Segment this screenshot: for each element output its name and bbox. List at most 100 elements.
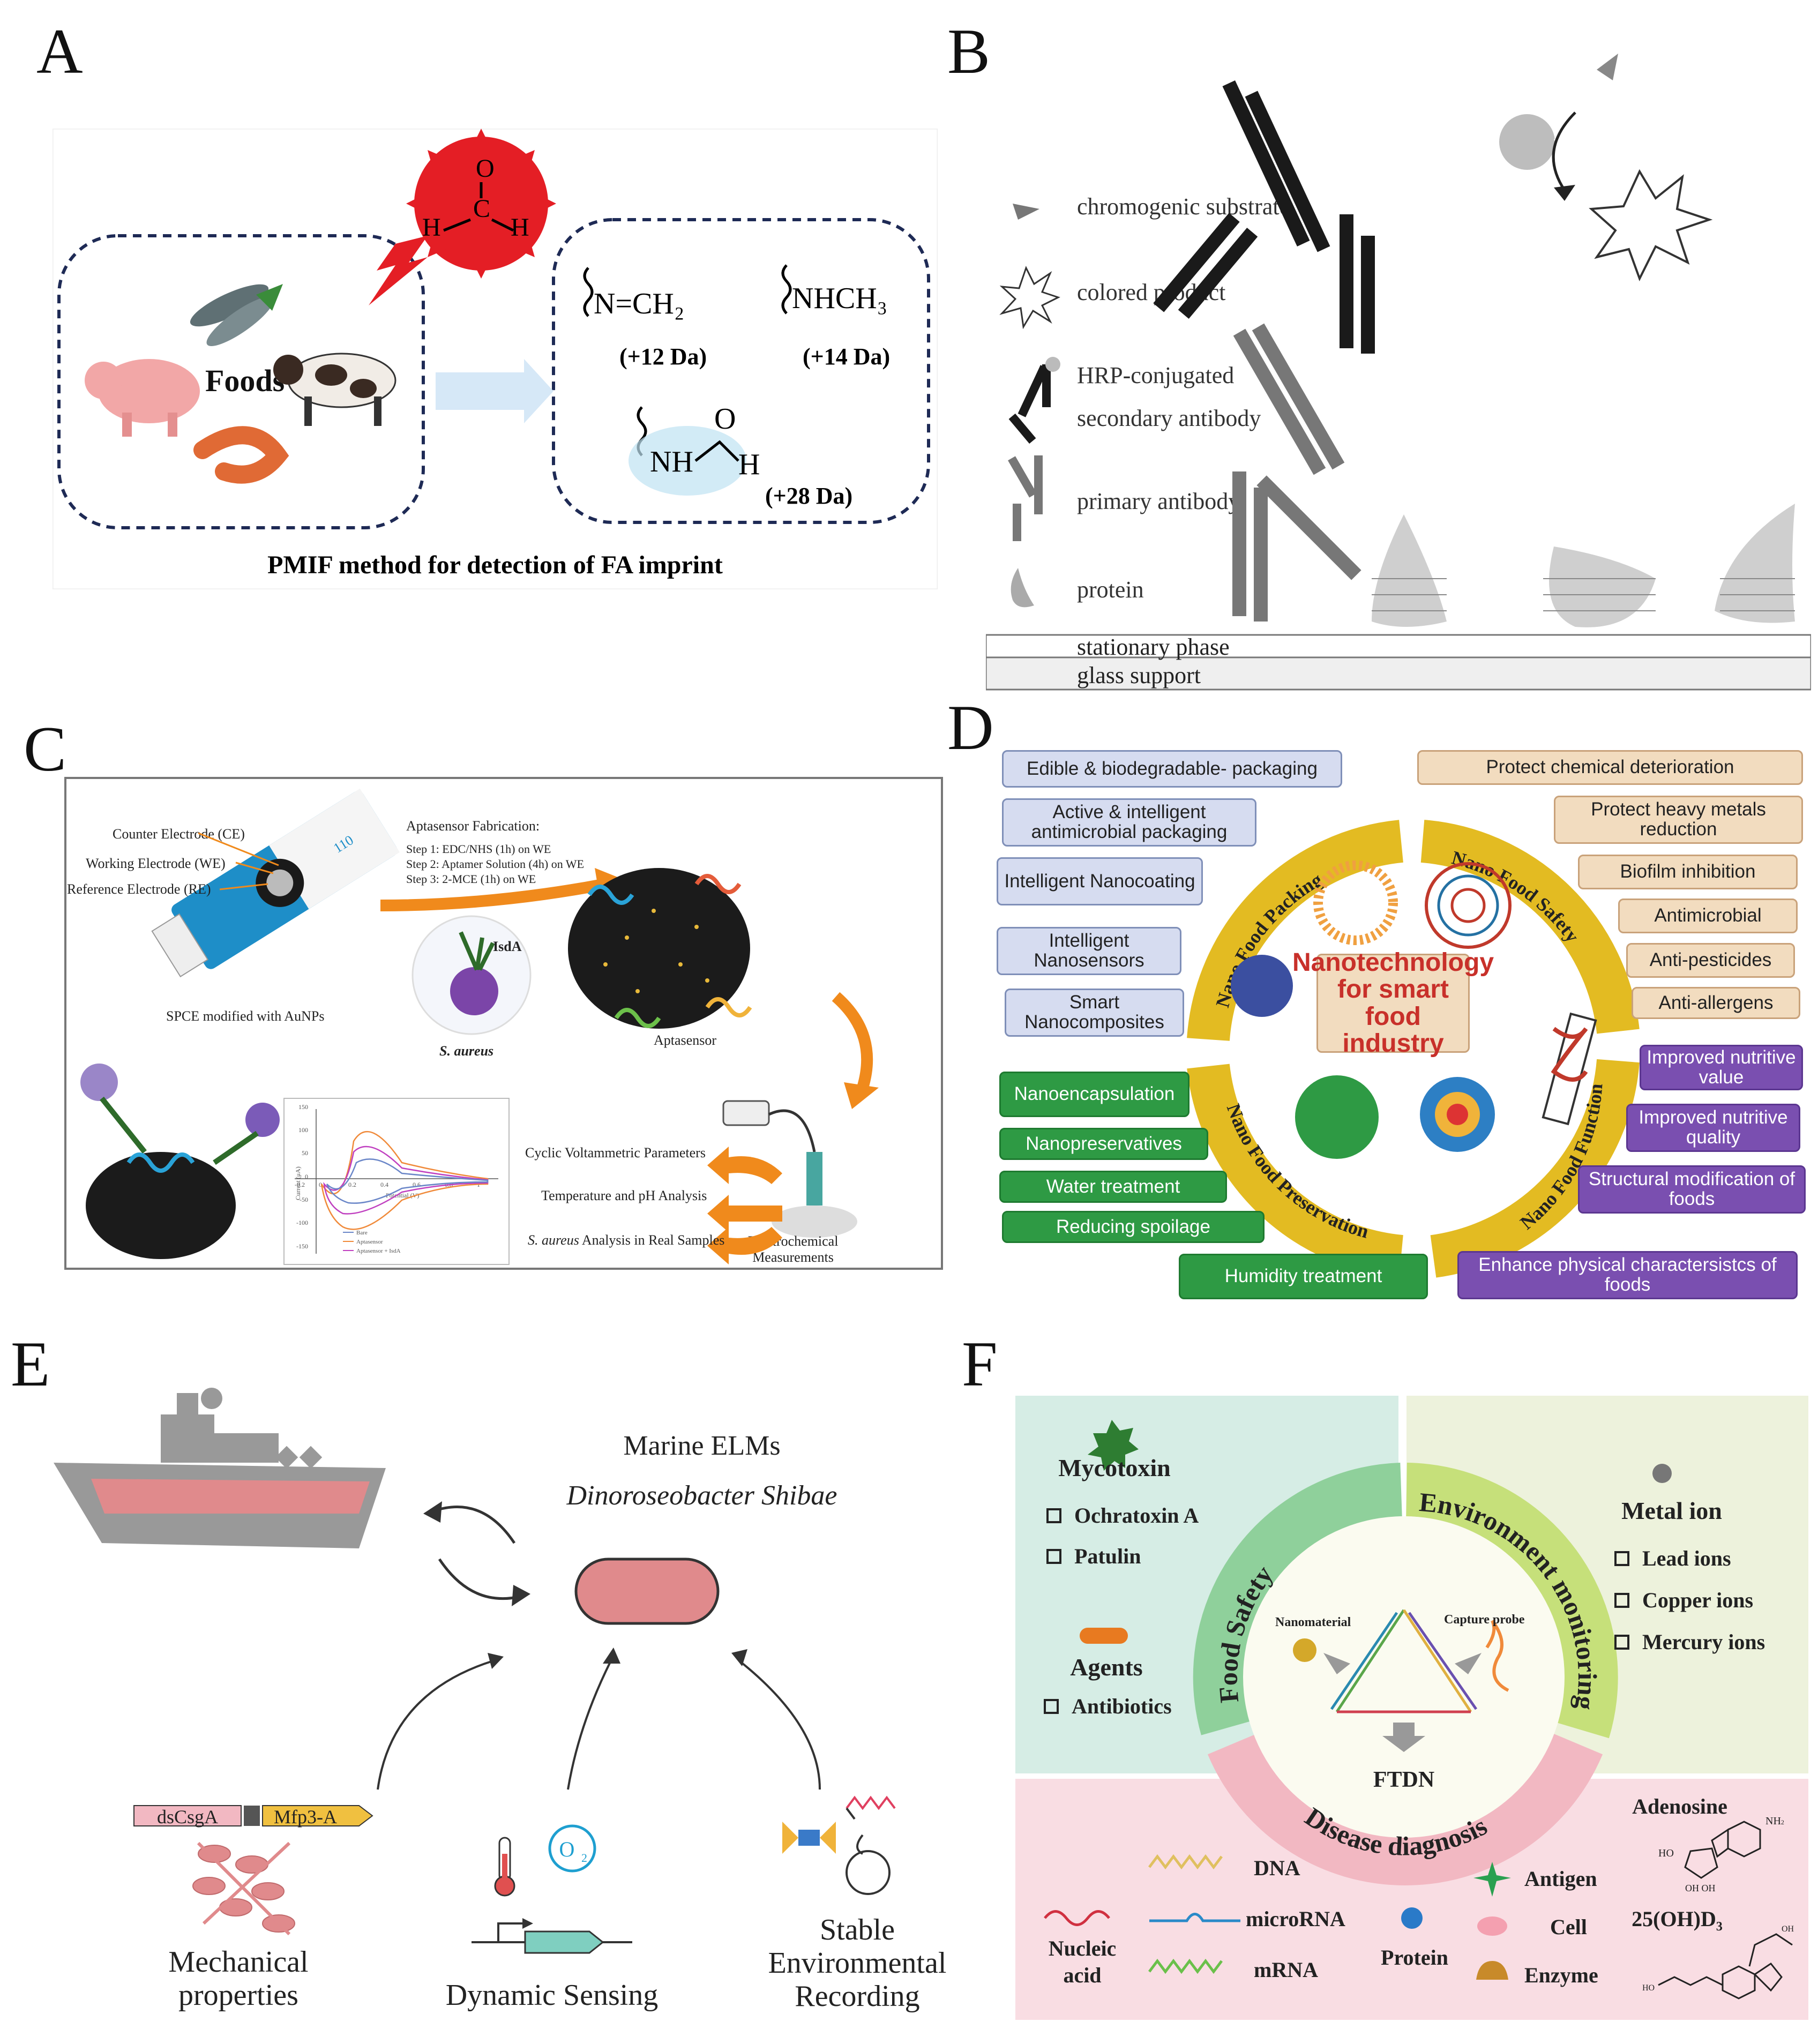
- panel-label-d: D: [947, 692, 994, 763]
- formaldehyde-icon: O C H H: [406, 129, 556, 279]
- cv-plot: 150 100 50 0 -50 -100 -150 -0.2 0 0.2 0.…: [283, 1098, 510, 1265]
- svg-text:Antibiotics: Antibiotics: [1072, 1694, 1172, 1718]
- box-nutritive-value: Improved nutritive value: [1640, 1045, 1803, 1090]
- box-reducing-spoilage: Reducing spoilage: [1002, 1211, 1265, 1243]
- protein-blobs: [1372, 504, 1795, 627]
- svg-text:O: O: [559, 1837, 575, 1861]
- panel-e-figure: Marine ELMs Dinoroseobacter Shibae dsCsg…: [54, 1388, 946, 2013]
- primary-antibody-large: [1232, 323, 1361, 622]
- panel-label-e: E: [11, 1328, 50, 1399]
- mycotoxin-icon: [1088, 1420, 1139, 1471]
- box-chemical-deterioration: Protect chemical deterioration: [1417, 750, 1803, 785]
- svg-text:Step 2: Aptamer Solution (4h): Step 2: Aptamer Solution (4h) on WE: [406, 857, 584, 871]
- panel-b-figure: chromogenic substrate colored product HR…: [985, 54, 1812, 691]
- recording-icon: [782, 1795, 896, 1895]
- porous-sphere-icon: [1295, 1075, 1379, 1159]
- polymer-nanoparticle-icon: [1425, 862, 1512, 949]
- svg-text:50: 50: [302, 1149, 308, 1157]
- svg-text:HRP-conjugated: HRP-conjugated: [1077, 362, 1234, 388]
- nanomaterial-label: Nanomaterial: [1275, 1615, 1351, 1629]
- substrate-icon: [1013, 204, 1039, 220]
- ftdn-triangle-icon: [1330, 1609, 1478, 1713]
- nanomaterial-icon: [1293, 1638, 1316, 1662]
- svg-text:secondary antibody: secondary antibody: [1077, 405, 1261, 431]
- svg-text:Step 1: EDC/NHS (1h) on WE: Step 1: EDC/NHS (1h) on WE: [406, 842, 551, 856]
- svg-text:Current (μA): Current (μA): [294, 1166, 302, 1200]
- agents-icon: [1080, 1628, 1128, 1644]
- svg-text:Antigen: Antigen: [1524, 1867, 1597, 1891]
- box-anti-allergens: Anti-allergens: [1632, 987, 1800, 1019]
- liposome-icon: [1313, 860, 1398, 945]
- metal-ion-label: Metal ion: [1621, 1497, 1722, 1524]
- svg-text:DNA: DNA: [1254, 1856, 1300, 1880]
- svg-text:mRNA: mRNA: [1254, 1958, 1318, 1982]
- svg-text:H: H: [738, 448, 760, 481]
- svg-text:0.4: 0.4: [380, 1181, 388, 1188]
- spce-chip-icon: 110: [151, 788, 400, 978]
- svg-text:0: 0: [305, 1173, 308, 1180]
- panel-f: Food Safety Environment monitoring Disea…: [1015, 1396, 1808, 2020]
- svg-text:Aptasensor Fabrication:: Aptasensor Fabrication:: [406, 818, 540, 834]
- svg-text:Enzyme: Enzyme: [1524, 1963, 1598, 1987]
- adenosine-label: Adenosine: [1632, 1794, 1727, 1818]
- svg-text:OH: OH: [1782, 1925, 1794, 1934]
- svg-text:-150: -150: [296, 1242, 308, 1250]
- panel-label-c: C: [24, 713, 67, 784]
- panel-a-figure: O C H H Foods N=CH₂ (+12 Da) NHCH₃ (+14 …: [51, 128, 939, 590]
- protein-icon: [1401, 1907, 1423, 1929]
- panel-label-b: B: [947, 16, 991, 87]
- enzyme-icon: [1476, 1961, 1508, 1980]
- svg-text:-100: -100: [296, 1219, 308, 1226]
- box-nanoencapsulation: Nanoencapsulation: [999, 1072, 1189, 1117]
- svg-text:dsCsgA: dsCsgA: [157, 1806, 218, 1828]
- metal-ion-icon: [1652, 1464, 1672, 1483]
- aptasensor-icon: [568, 868, 752, 1029]
- svg-text:HO: HO: [1658, 1847, 1674, 1859]
- recording-label-1: Stable: [820, 1913, 895, 1946]
- potentiostat-icon: [722, 1100, 857, 1238]
- ship-icon: [54, 1388, 386, 1548]
- methyl-mass: (+14 Da): [803, 343, 890, 370]
- panel-label-f: F: [962, 1328, 998, 1399]
- svg-text:Aptasensor: Aptasensor: [356, 1239, 383, 1245]
- svg-text:100: 100: [298, 1126, 308, 1134]
- imine-mass: (+12 Da): [619, 343, 707, 370]
- stationary-phase-label: stationary phase: [1077, 634, 1230, 660]
- panel-label-a: A: [36, 16, 83, 87]
- pig-icon: [85, 359, 200, 437]
- panel-c-figure: 110 Counter Electrode (CE) Working Elect…: [64, 777, 943, 1270]
- svg-text:chromogenic substrate: chromogenic substrate: [1077, 193, 1290, 220]
- svg-text:Reference Electrode (RE): Reference Electrode (RE): [67, 881, 211, 897]
- capture-probe-icon: [1485, 1620, 1509, 1692]
- svg-text:Cyclic Voltammetric Parameters: Cyclic Voltammetric Parameters: [525, 1145, 706, 1160]
- nucleic-acid-icon: [1044, 1910, 1110, 1926]
- svg-text:Patulin: Patulin: [1074, 1544, 1141, 1568]
- mechanical-label: Mechanical: [168, 1945, 308, 1979]
- formyl-nh: NH: [650, 445, 693, 478]
- svg-text:-0.2: -0.2: [295, 1181, 305, 1188]
- secondary-antibody-icon: [1153, 80, 1555, 354]
- cell-icon: [1477, 1916, 1507, 1936]
- mrna-icon: [1148, 1958, 1223, 1974]
- vitamin-d-label: 25(OH)D₃: [1632, 1907, 1723, 1931]
- box-biofilm: Biofilm inhibition: [1578, 855, 1798, 889]
- nanotube-icon: [1542, 1012, 1597, 1126]
- svg-text:0.2: 0.2: [348, 1181, 356, 1188]
- box-heavy-metals: Protect heavy metals reduction: [1554, 796, 1803, 844]
- svg-text:Mercury ions: Mercury ions: [1642, 1630, 1765, 1654]
- dna-icon: [1148, 1854, 1223, 1870]
- protein-icon: [1011, 568, 1034, 608]
- svg-text:SPCE modified with AuNPs: SPCE modified with AuNPs: [166, 1008, 324, 1024]
- capture-probe-label: Capture probe: [1444, 1613, 1525, 1627]
- svg-text:O: O: [476, 154, 495, 183]
- gear-icon: [1420, 1077, 1495, 1152]
- panel-a-caption: PMIF method for detection of FA imprint: [267, 551, 723, 579]
- glass-support-label: glass support: [1077, 662, 1201, 688]
- cow-icon: [273, 353, 396, 426]
- methyl-formula: NHCH₃: [792, 282, 887, 315]
- svg-text:Recording: Recording: [795, 1980, 919, 2013]
- box-water-treatment: Water treatment: [999, 1171, 1227, 1203]
- shrimp-icon: [193, 426, 289, 484]
